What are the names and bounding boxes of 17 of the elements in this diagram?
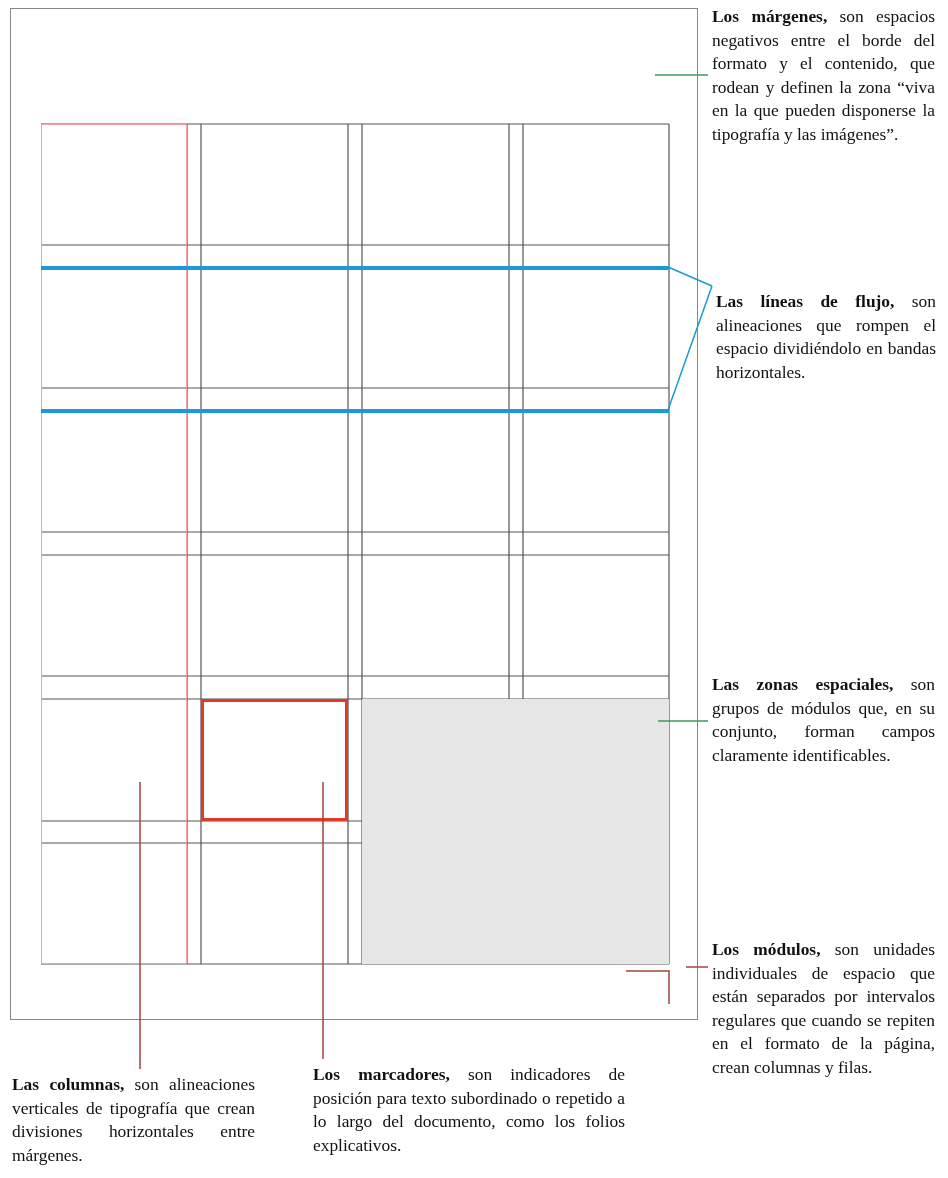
leader-line <box>654 74 709 76</box>
leader-line <box>657 720 709 722</box>
leader-line <box>322 781 324 1060</box>
marker-frame <box>201 699 348 821</box>
leader-line <box>685 966 709 968</box>
annotation-text: Los marcadores, son indicadores de posición para texto subordinado o repetido a lo largo del documento, como los folios explicativos. <box>313 1063 625 1157</box>
annotation-text: Los módulos, son unidades individuales de espacio que están separados por intervalos regulares que cuando se repiten en el formato de la página, crean columnas y filas. <box>712 938 935 1079</box>
column-outline <box>41 124 187 964</box>
page-format <box>10 8 698 1020</box>
annotation-text: Las líneas de flujo, son alineaciones que rompen el espacio dividiéndolo en bandas horizontales. <box>716 290 936 384</box>
leader-line <box>139 781 141 1070</box>
annotation-text: Las columnas, son alineaciones verticales de tipografía que crean divisiones horizontales entre márgenes. <box>12 1073 255 1167</box>
leader-line <box>667 285 713 411</box>
annotation-text: Las zonas espaciales, son grupos de módulos que, en su conjunto, forman campos claramente identificables. <box>712 673 935 767</box>
leader-line <box>667 266 713 287</box>
spatial-zone <box>362 699 669 964</box>
annotation-text: Los márgenes, son espacios negativos entre el borde del formato y el contenido, que rodean y definen la zona “viva en la que pueden disponerse la tipografía y las imágenes”. <box>712 5 935 146</box>
